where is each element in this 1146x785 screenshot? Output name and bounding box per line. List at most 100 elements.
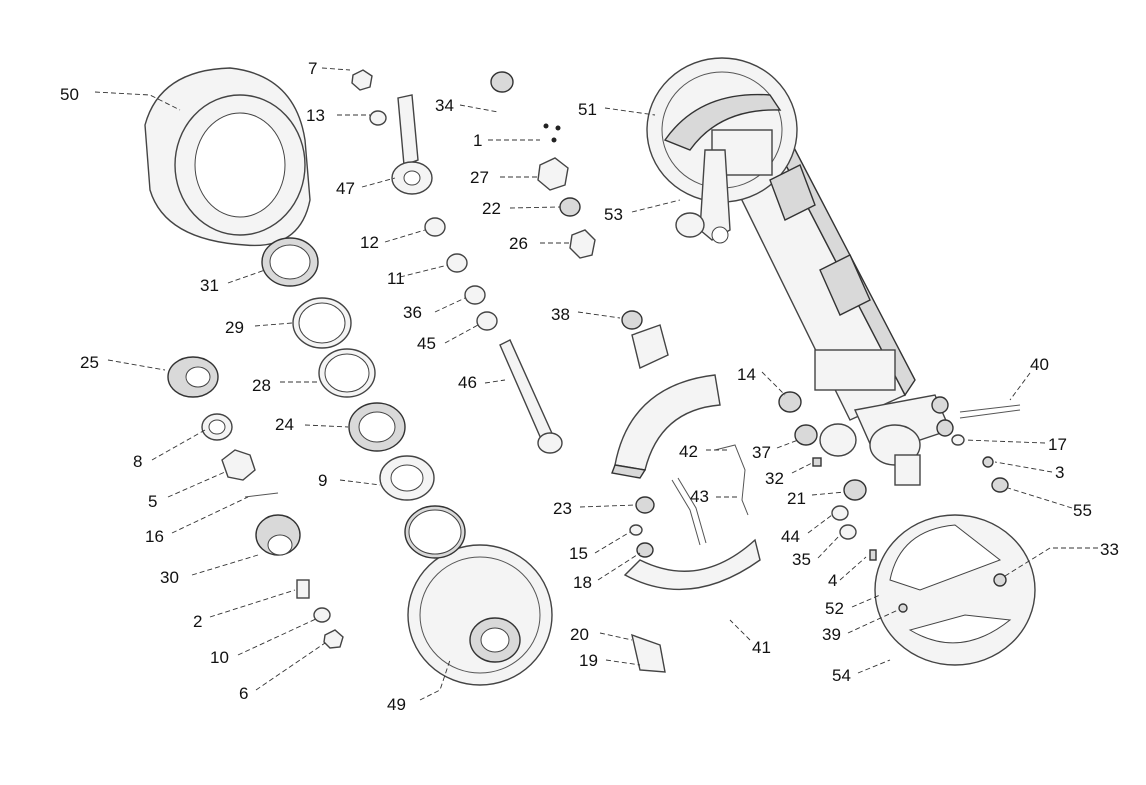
label-6: 6 [239,684,248,703]
washer-44 [831,505,849,521]
washer-45 [476,311,498,331]
leader-lines [94,67,1098,701]
label-31: 31 [200,276,219,295]
label-39: 39 [822,625,841,644]
ring-9 [379,455,435,501]
label-24: 24 [275,415,294,434]
label-25: 25 [80,353,99,372]
slack-adjuster-47 [391,94,433,195]
fitting-32 [812,457,822,467]
label-22: 22 [482,199,501,218]
washer-35 [839,524,857,540]
label-21: 21 [787,489,806,508]
ring-17 [951,434,965,446]
label-28: 28 [252,376,271,395]
bushing-22 [559,197,581,217]
label-44: 44 [781,527,800,546]
plate-38b [631,324,669,369]
spring-40 [959,404,1021,419]
label-53: 53 [604,205,623,224]
label-17: 17 [1048,435,1067,454]
label-10: 10 [210,648,229,667]
label-45: 45 [417,334,436,353]
label-46: 46 [458,373,477,392]
label-43: 43 [690,487,709,506]
label-16: 16 [145,527,164,546]
bushing-14 [778,391,802,413]
wire-42 [714,444,749,516]
nut-5 [221,449,256,481]
bushing-34 [490,71,514,93]
label-37: 37 [752,443,771,462]
label-26: 26 [509,234,528,253]
roller-18 [636,542,654,558]
seal-31 [261,237,319,287]
label-36: 36 [403,303,422,322]
label-47: 47 [336,179,355,198]
cap-55 [991,477,1009,493]
bushing-38 [621,310,643,330]
bolt-2 [296,579,310,599]
label-33: 33 [1100,540,1119,559]
label-30: 30 [160,568,179,587]
bushing-37 [794,424,818,446]
label-32: 32 [765,469,784,488]
spring-43 [671,477,707,546]
part-labels: 50 7 13 47 34 1 27 22 26 51 53 12 11 36 … [60,59,1119,714]
nut-7 [351,69,373,91]
ring-29 [292,297,352,349]
washer-11 [446,253,468,273]
washer-13 [369,110,387,126]
label-50: 50 [60,85,79,104]
label-11: 11 [387,269,405,288]
pin-39 [898,603,908,613]
axle-assembly [646,57,954,486]
label-42: 42 [679,442,698,461]
label-41: 41 [752,638,771,657]
label-19: 19 [579,651,598,670]
plate-26 [569,229,596,259]
ring-28 [318,348,376,398]
washer-8 [201,413,233,441]
label-4: 4 [828,571,837,590]
bushing-23 [635,496,655,514]
brake-shoe-upper [611,374,721,479]
label-1: 1 [473,131,482,150]
label-18: 18 [573,573,592,592]
label-40: 40 [1030,355,1049,374]
washer-36 [464,285,486,305]
bolt-4 [869,549,877,561]
brake-drum [144,67,311,247]
cap-30 [255,514,301,556]
label-12: 12 [360,233,379,252]
camshaft-46 [499,339,563,454]
fitting-33 [993,573,1007,587]
washer-15 [629,524,643,536]
bearing-24 [348,402,406,452]
nut-6 [323,629,344,649]
label-27: 27 [470,168,489,187]
cotter-16 [244,492,279,498]
label-7: 7 [308,59,317,78]
label-55: 55 [1073,501,1092,520]
dust-shield-54 [874,514,1036,666]
label-8: 8 [133,452,142,471]
plate-27 [537,157,569,191]
bushing-21 [843,479,867,501]
label-20: 20 [570,625,589,644]
bearing-25 [167,356,219,398]
label-3: 3 [1055,463,1064,482]
brake-shoe-41 [623,538,761,591]
bolt-3 [982,456,994,468]
label-23: 23 [553,499,572,518]
label-34: 34 [435,96,454,115]
label-49: 49 [387,695,406,714]
washer-10 [313,607,331,623]
lining-20 [631,633,666,673]
label-9: 9 [318,471,327,490]
label-35: 35 [792,550,811,569]
label-5: 5 [148,492,157,511]
label-13: 13 [306,106,325,125]
label-15: 15 [569,544,588,563]
